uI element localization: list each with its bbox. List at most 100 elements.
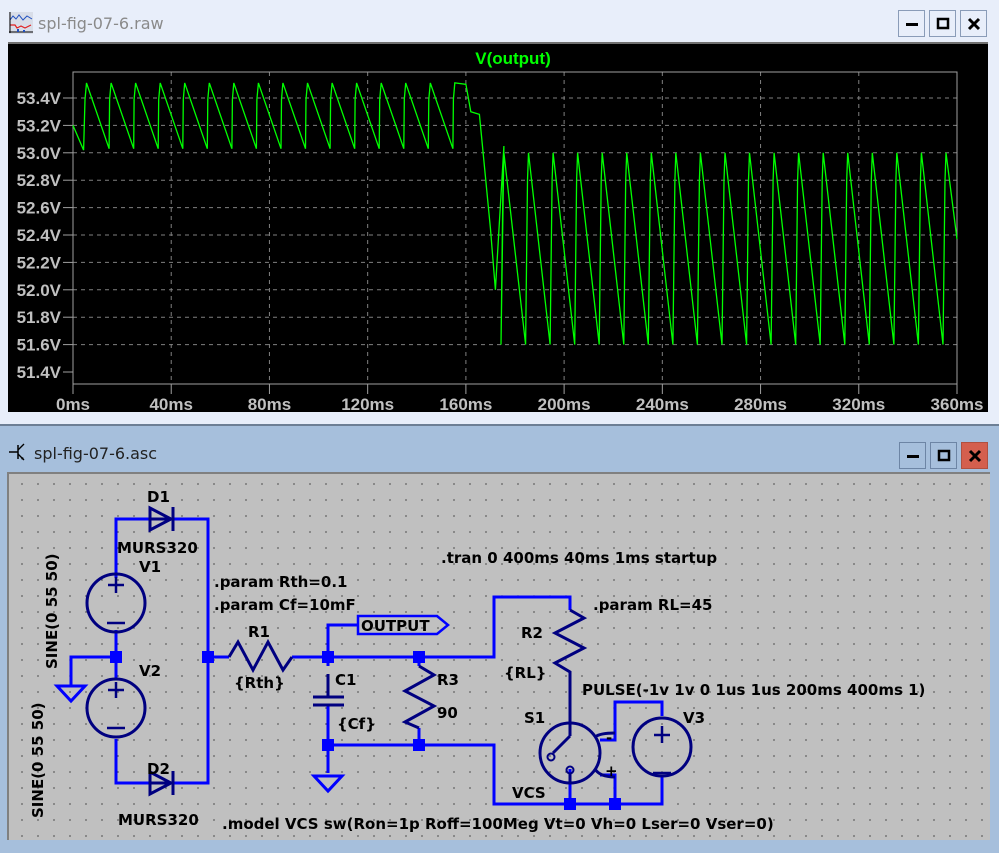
voltage-source-v3[interactable] <box>631 716 693 778</box>
close-button[interactable] <box>961 442 988 469</box>
y-tick-label: 52.6V <box>17 199 62 218</box>
resistor-r3[interactable] <box>401 664 438 730</box>
waveform-title-bar[interactable]: spl-fig-07-6.raw <box>0 0 999 44</box>
y-tick-label: 53.0V <box>17 144 62 163</box>
trace-layer <box>72 82 958 345</box>
component-ref[interactable]: V1 <box>139 558 161 576</box>
wire[interactable] <box>600 700 664 742</box>
grid-layer <box>73 72 957 384</box>
y-tick-label: 51.6V <box>17 336 62 355</box>
y-tick-label: 52.0V <box>17 281 62 300</box>
component-ref[interactable]: C1 <box>335 671 356 689</box>
schematic-window: spl-fig-07-6.asc <box>0 424 999 853</box>
wire[interactable] <box>114 517 150 578</box>
minimize-icon <box>906 454 919 458</box>
y-tick-label: 52.8V <box>17 171 62 190</box>
wire[interactable] <box>490 595 572 659</box>
wire[interactable] <box>114 739 150 785</box>
y-tick-label: 51.8V <box>17 308 62 327</box>
component-value[interactable]: SINE(0 55 50) <box>43 553 61 669</box>
x-tick-label: 360ms <box>931 395 984 412</box>
component-value[interactable]: MURS320 <box>117 539 198 557</box>
maximize-icon <box>937 449 950 461</box>
net-label-output[interactable]: OUTPUT <box>361 617 430 635</box>
close-button[interactable] <box>960 10 987 37</box>
diode-d1[interactable] <box>148 505 175 533</box>
voltage-controlled-switch-s1[interactable] <box>538 692 616 785</box>
component-value[interactable]: SINE(0 55 50) <box>29 702 47 818</box>
component-ref[interactable]: D1 <box>147 488 170 506</box>
component-value[interactable]: MURS320 <box>118 811 199 829</box>
close-icon <box>967 17 980 30</box>
component-ref[interactable]: R3 <box>437 671 459 689</box>
x-tick-label: 200ms <box>538 395 591 412</box>
plot-frame <box>72 71 958 385</box>
x-tick-label: 160ms <box>439 395 492 412</box>
voltage-source-v1[interactable] <box>85 572 147 634</box>
resistor-r1[interactable] <box>227 638 294 674</box>
x-tick-label: 40ms <box>149 395 192 412</box>
minimize-button[interactable] <box>899 442 926 469</box>
ground-icon[interactable] <box>53 684 89 704</box>
junction-dot <box>322 739 334 751</box>
net-label-flag[interactable] <box>356 614 450 636</box>
component-ref[interactable]: V3 <box>683 709 705 727</box>
schematic-drawing[interactable]: - + D1 MURS320 V1 SINE(0 55 50) V2 SINE(… <box>9 474 992 842</box>
transistor-schematic-icon <box>9 443 25 461</box>
junctions <box>110 651 621 810</box>
waveform-chart[interactable]: 53.4V53.2V53.0V52.8V52.6V52.4V52.2V52.0V… <box>8 44 988 412</box>
junction-dot <box>564 798 576 810</box>
series-line-v-output[interactable] <box>72 82 958 345</box>
component-value[interactable]: {Rth} <box>234 674 285 692</box>
component-ref[interactable]: S1 <box>524 709 545 727</box>
switch-pin-minus: - <box>606 729 612 747</box>
window-title: spl-fig-07-6.asc <box>34 444 158 463</box>
wire[interactable] <box>69 655 116 686</box>
component-value[interactable]: {Cf} <box>337 715 376 733</box>
axis-layer: 53.4V53.2V53.0V52.8V52.6V52.4V52.2V52.0V… <box>17 71 984 412</box>
junction-dot <box>322 651 334 663</box>
x-tick-label: 240ms <box>636 395 689 412</box>
resistor-r2[interactable] <box>551 608 588 692</box>
wire[interactable] <box>326 623 358 657</box>
junction-dot <box>202 651 214 663</box>
component-value[interactable]: PULSE(-1v 1v 0 1us 1us 200ms 400ms 1) <box>582 681 925 699</box>
component-value[interactable]: 90 <box>437 704 458 722</box>
directive-tran[interactable]: .tran 0 400ms 40ms 1ms startup <box>441 549 717 567</box>
component-ref[interactable]: R1 <box>248 623 270 641</box>
directive-model[interactable]: .model VCS sw(Ron=1p Roff=100Meg Vt=0 Vh… <box>222 815 774 833</box>
component-ref[interactable]: R2 <box>521 624 543 642</box>
window-title: spl-fig-07-6.raw <box>38 14 164 33</box>
chart-title[interactable]: V(output) <box>475 49 551 68</box>
close-icon <box>968 449 981 462</box>
maximize-button[interactable] <box>930 442 957 469</box>
ground-icon[interactable] <box>310 774 346 794</box>
junction-dot <box>413 739 425 751</box>
minimize-button[interactable] <box>898 10 925 37</box>
wires <box>69 517 664 806</box>
junction-dot <box>413 651 425 663</box>
junction-dot <box>609 798 621 810</box>
schematic-title-bar[interactable]: spl-fig-07-6.asc <box>0 426 999 470</box>
directive-param-rth[interactable]: .param Rth=0.1 <box>214 573 347 591</box>
component-value[interactable]: VCS <box>512 784 546 802</box>
maximize-button[interactable] <box>929 10 956 37</box>
switch-pin-plus: + <box>605 762 618 780</box>
directive-param-rl[interactable]: .param RL=45 <box>593 596 712 614</box>
component-ref[interactable]: D2 <box>147 760 170 778</box>
diode-d2[interactable] <box>148 769 175 797</box>
y-tick-label: 52.4V <box>17 226 62 245</box>
component-ref[interactable]: V2 <box>139 662 161 680</box>
x-tick-label: 80ms <box>248 395 291 412</box>
component-value[interactable]: {RL} <box>504 664 546 682</box>
x-tick-label: 320ms <box>832 395 885 412</box>
capacitor-c1[interactable] <box>313 674 344 707</box>
voltage-source-v2[interactable] <box>85 677 147 739</box>
waveform-viewer-icon <box>9 12 33 34</box>
wire[interactable] <box>328 743 664 806</box>
directive-param-cf[interactable]: .param Cf=10mF <box>214 596 356 614</box>
schematic-canvas[interactable]: - + D1 MURS320 V1 SINE(0 55 50) V2 SINE(… <box>7 472 990 840</box>
y-tick-label: 53.4V <box>17 89 62 108</box>
